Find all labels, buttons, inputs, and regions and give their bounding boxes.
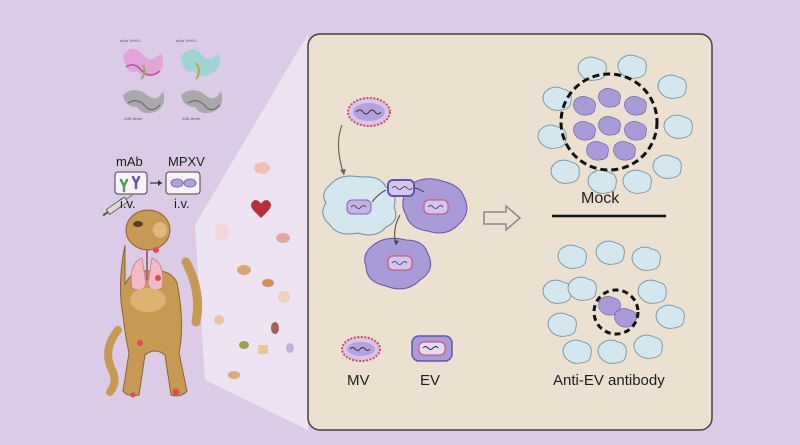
mv-legend-icon [341, 336, 381, 362]
brain-icon [254, 162, 270, 174]
anti-ev-cell-cluster [542, 240, 685, 364]
mock-dashed-circle [559, 72, 659, 172]
mab-label: mAb [116, 154, 143, 169]
ev-legend-icon [411, 335, 453, 362]
iv-label-right: i.v. [174, 196, 190, 211]
antibody-box [114, 171, 148, 195]
lungs-icon [130, 257, 164, 291]
belly [130, 288, 166, 312]
cell-spread-diagram [322, 175, 468, 290]
structure-caption-tr: mAb VH/VL [176, 38, 197, 43]
structure-caption-tl: mAb VH/VL [120, 38, 141, 43]
mock-cell-cluster [537, 54, 693, 194]
infection-dot [153, 247, 159, 253]
kidney-icon [276, 233, 290, 243]
organ-icons [214, 162, 294, 379]
mpxv-label: MPXV [168, 154, 205, 169]
structure-caption-bl: A35 dimer [124, 116, 143, 121]
bladder-icon [286, 343, 294, 353]
monkey-illustration [104, 209, 203, 398]
hollow-right-arrow-icon [483, 204, 522, 232]
heart-icon [251, 200, 271, 218]
infection-dot [130, 392, 136, 398]
liver-icon [237, 265, 251, 275]
infection-dot [155, 275, 161, 281]
syringe-icon [102, 194, 133, 217]
organ-box-icon [258, 345, 268, 354]
mock-label: Mock [581, 190, 620, 207]
infection-dot [172, 388, 180, 396]
anti-ev-antibody-label: Anti-EV antibody [553, 372, 665, 389]
spleen-icon [262, 279, 274, 287]
skin-icon [228, 371, 240, 379]
mv-virion-top [347, 97, 391, 127]
node-icon [239, 341, 249, 349]
intestine-icon [214, 315, 224, 325]
ev-label: EV [420, 372, 441, 389]
structure-caption-br: A35 dimer [182, 116, 201, 121]
mv-label: MV [347, 372, 370, 389]
ev-virion-mid [387, 179, 415, 197]
testis-icon [271, 322, 279, 334]
anti-ev-dashed-circle [592, 288, 640, 336]
stomach-icon [278, 291, 290, 303]
infection-dot [137, 340, 143, 346]
protein-structure-icons [123, 49, 223, 114]
lung-icon [215, 223, 229, 241]
mpxv-box [165, 171, 201, 195]
structure-top-left [123, 49, 165, 114]
light-beam [195, 34, 308, 430]
structure-top-right [180, 49, 223, 114]
iv-label-left: i.v. [120, 196, 136, 211]
antibody-icon [119, 175, 141, 193]
